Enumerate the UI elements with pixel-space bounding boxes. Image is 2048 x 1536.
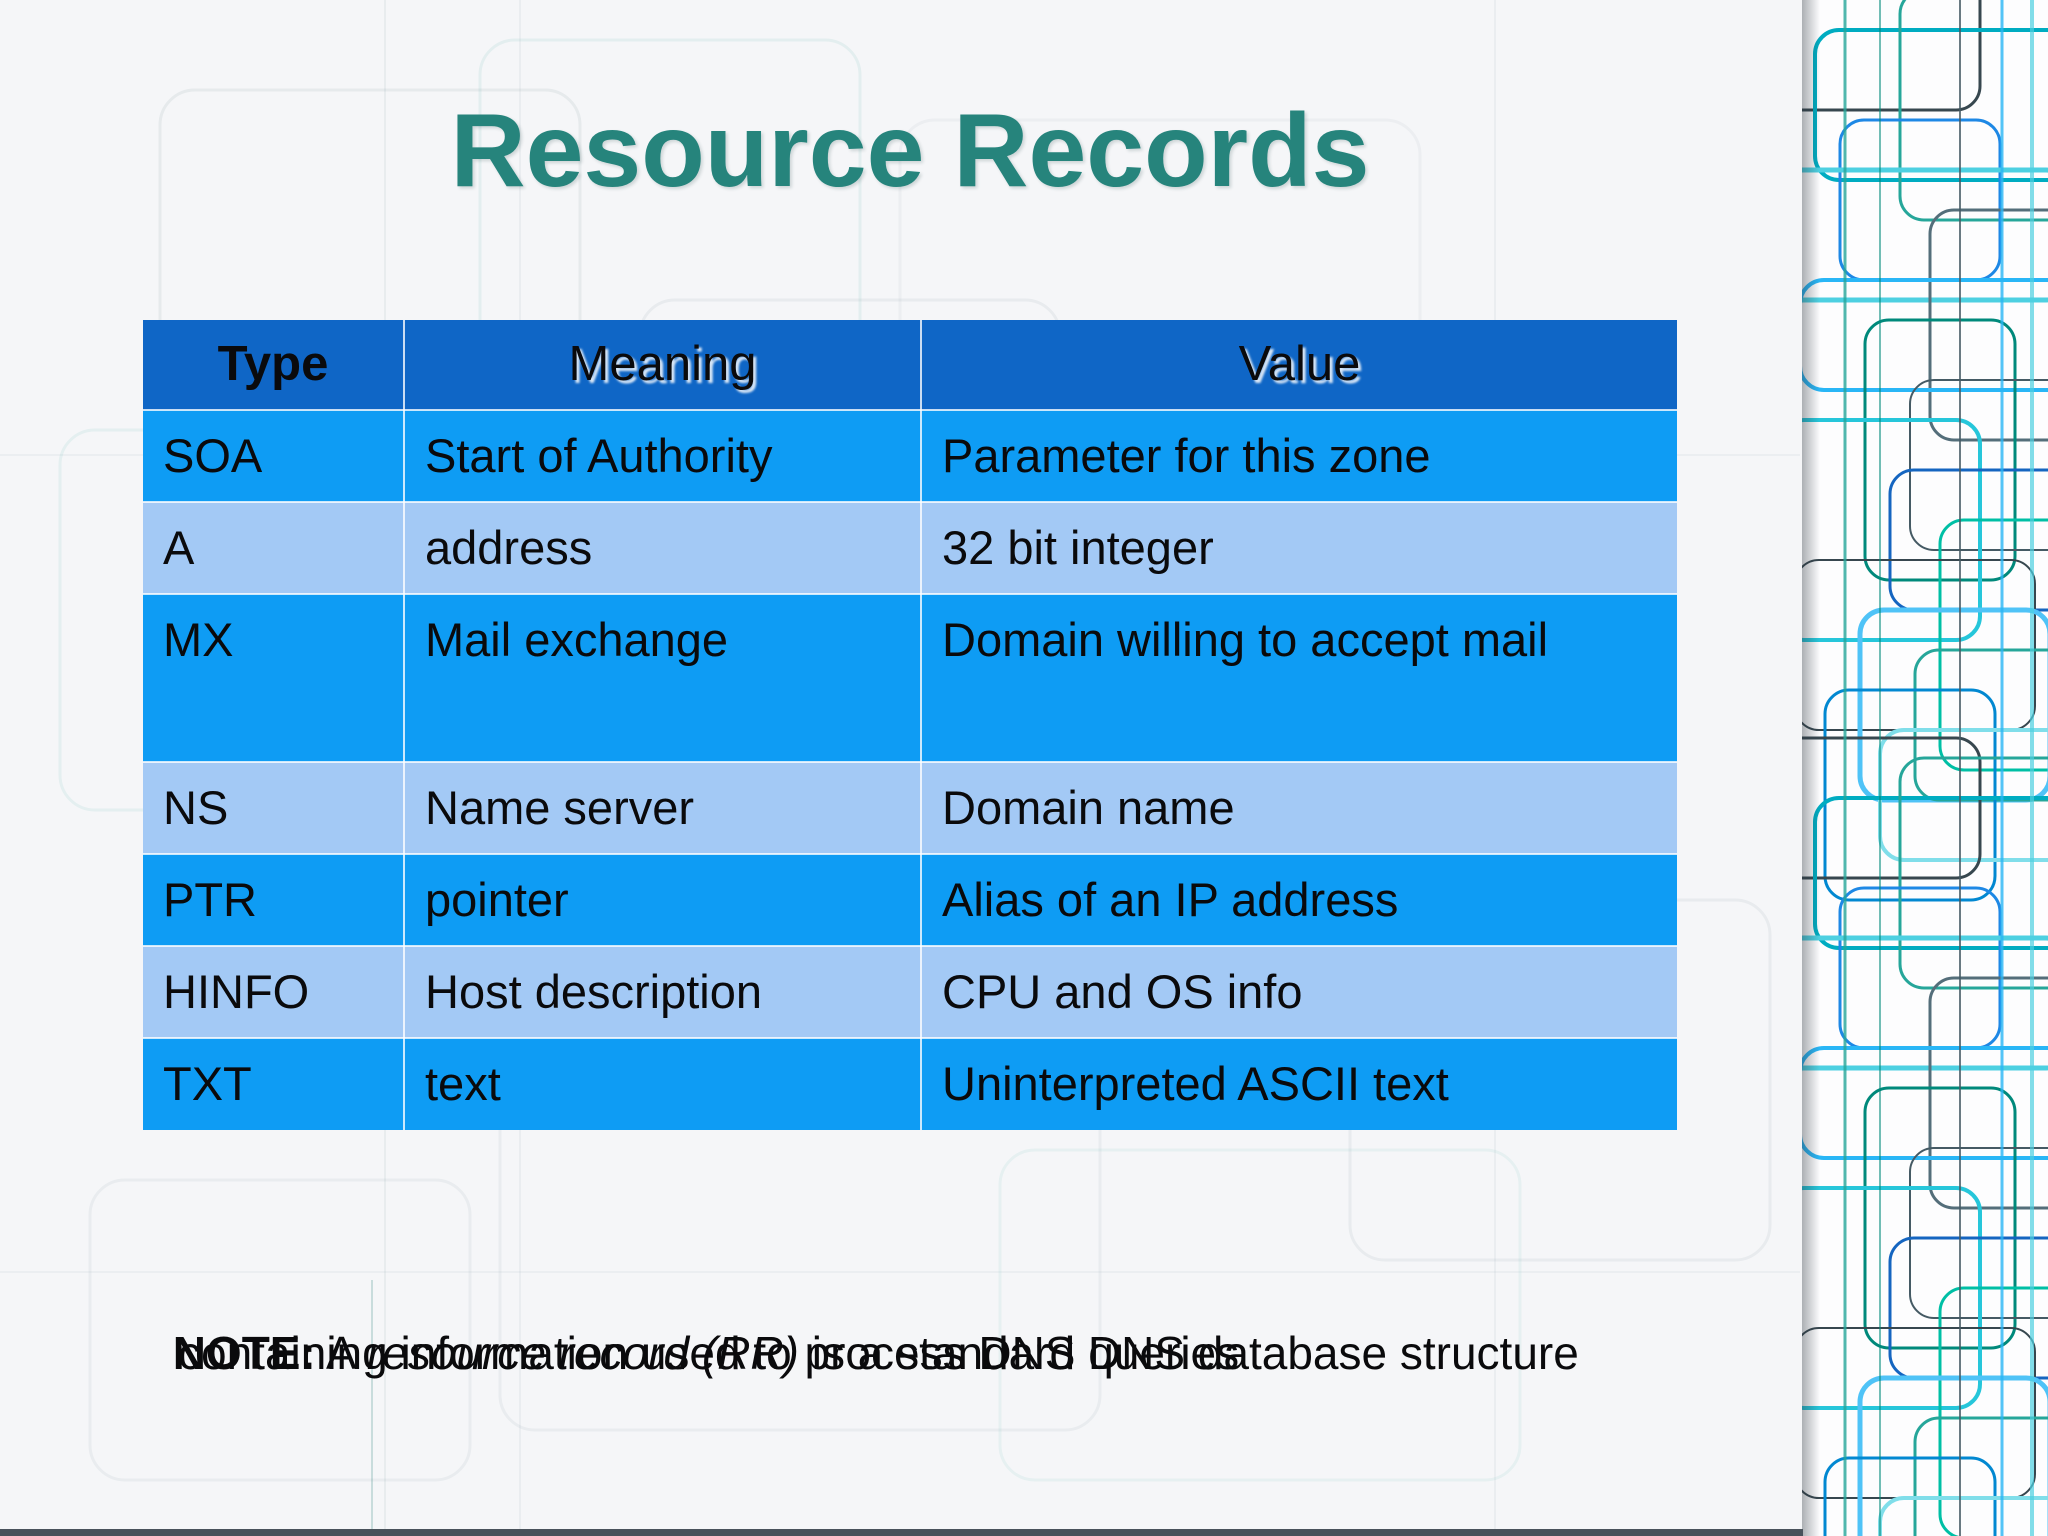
decorative-strip (1802, 0, 2048, 1536)
cell-type: HINFO (143, 945, 405, 1039)
bottom-bar (0, 1529, 1803, 1536)
cell-type: NS (143, 761, 405, 855)
note-label: NOTE: (172, 1327, 316, 1379)
note-text-line2: containing information used to process D… (178, 1327, 1240, 1379)
table-row: MX Mail exchange Domain willing to accep… (143, 593, 1677, 763)
cell-meaning: Mail exchange (403, 593, 922, 763)
note-italic-term: resource record (RR) (366, 1327, 799, 1379)
cell-type: MX (143, 593, 405, 763)
table-row: PTR pointer Alias of an IP address (143, 853, 1677, 947)
cell-meaning: Name server (403, 761, 922, 855)
table-header-row: Type Meaning Value (143, 320, 1677, 411)
cell-meaning: Host description (403, 945, 922, 1039)
column-header-value: Value (920, 320, 1677, 411)
cell-value: CPU and OS info (920, 945, 1677, 1039)
note-segment: A (315, 1327, 367, 1379)
cell-value: Alias of an IP address (920, 853, 1677, 947)
cell-meaning: address (403, 501, 922, 595)
table-row: A address 32 bit integer (143, 501, 1677, 595)
column-header-meaning: Meaning (403, 320, 922, 411)
cell-value: Domain willing to accept mail (920, 593, 1677, 763)
table-row: HINFO Host description CPU and OS info (143, 945, 1677, 1039)
cell-type: SOA (143, 409, 405, 503)
cell-type: TXT (143, 1037, 405, 1130)
note-text: NOTE: A resource record (RR) is a standa… (96, 1248, 1716, 1458)
cell-meaning: Start of Authority (403, 409, 922, 503)
cell-value: Parameter for this zone (920, 409, 1677, 503)
cell-meaning: pointer (403, 853, 922, 947)
cell-value: 32 bit integer (920, 501, 1677, 595)
cell-meaning: text (403, 1037, 922, 1130)
table-row: NS Name server Domain name (143, 761, 1677, 855)
cell-value: Domain name (920, 761, 1677, 855)
table-row: TXT text Uninterpreted ASCII text (143, 1037, 1677, 1130)
column-header-type: Type (143, 320, 405, 411)
resource-records-table: Type Meaning Value SOA Start of Authorit… (143, 320, 1677, 1130)
cell-type: PTR (143, 853, 405, 947)
table-row: SOA Start of Authority Parameter for thi… (143, 409, 1677, 503)
slide-title: Resource Records (450, 93, 1370, 209)
cell-value: Uninterpreted ASCII text (920, 1037, 1677, 1130)
note-segment: is a standard DNS database structure (798, 1327, 1579, 1379)
cell-type: A (143, 501, 405, 595)
